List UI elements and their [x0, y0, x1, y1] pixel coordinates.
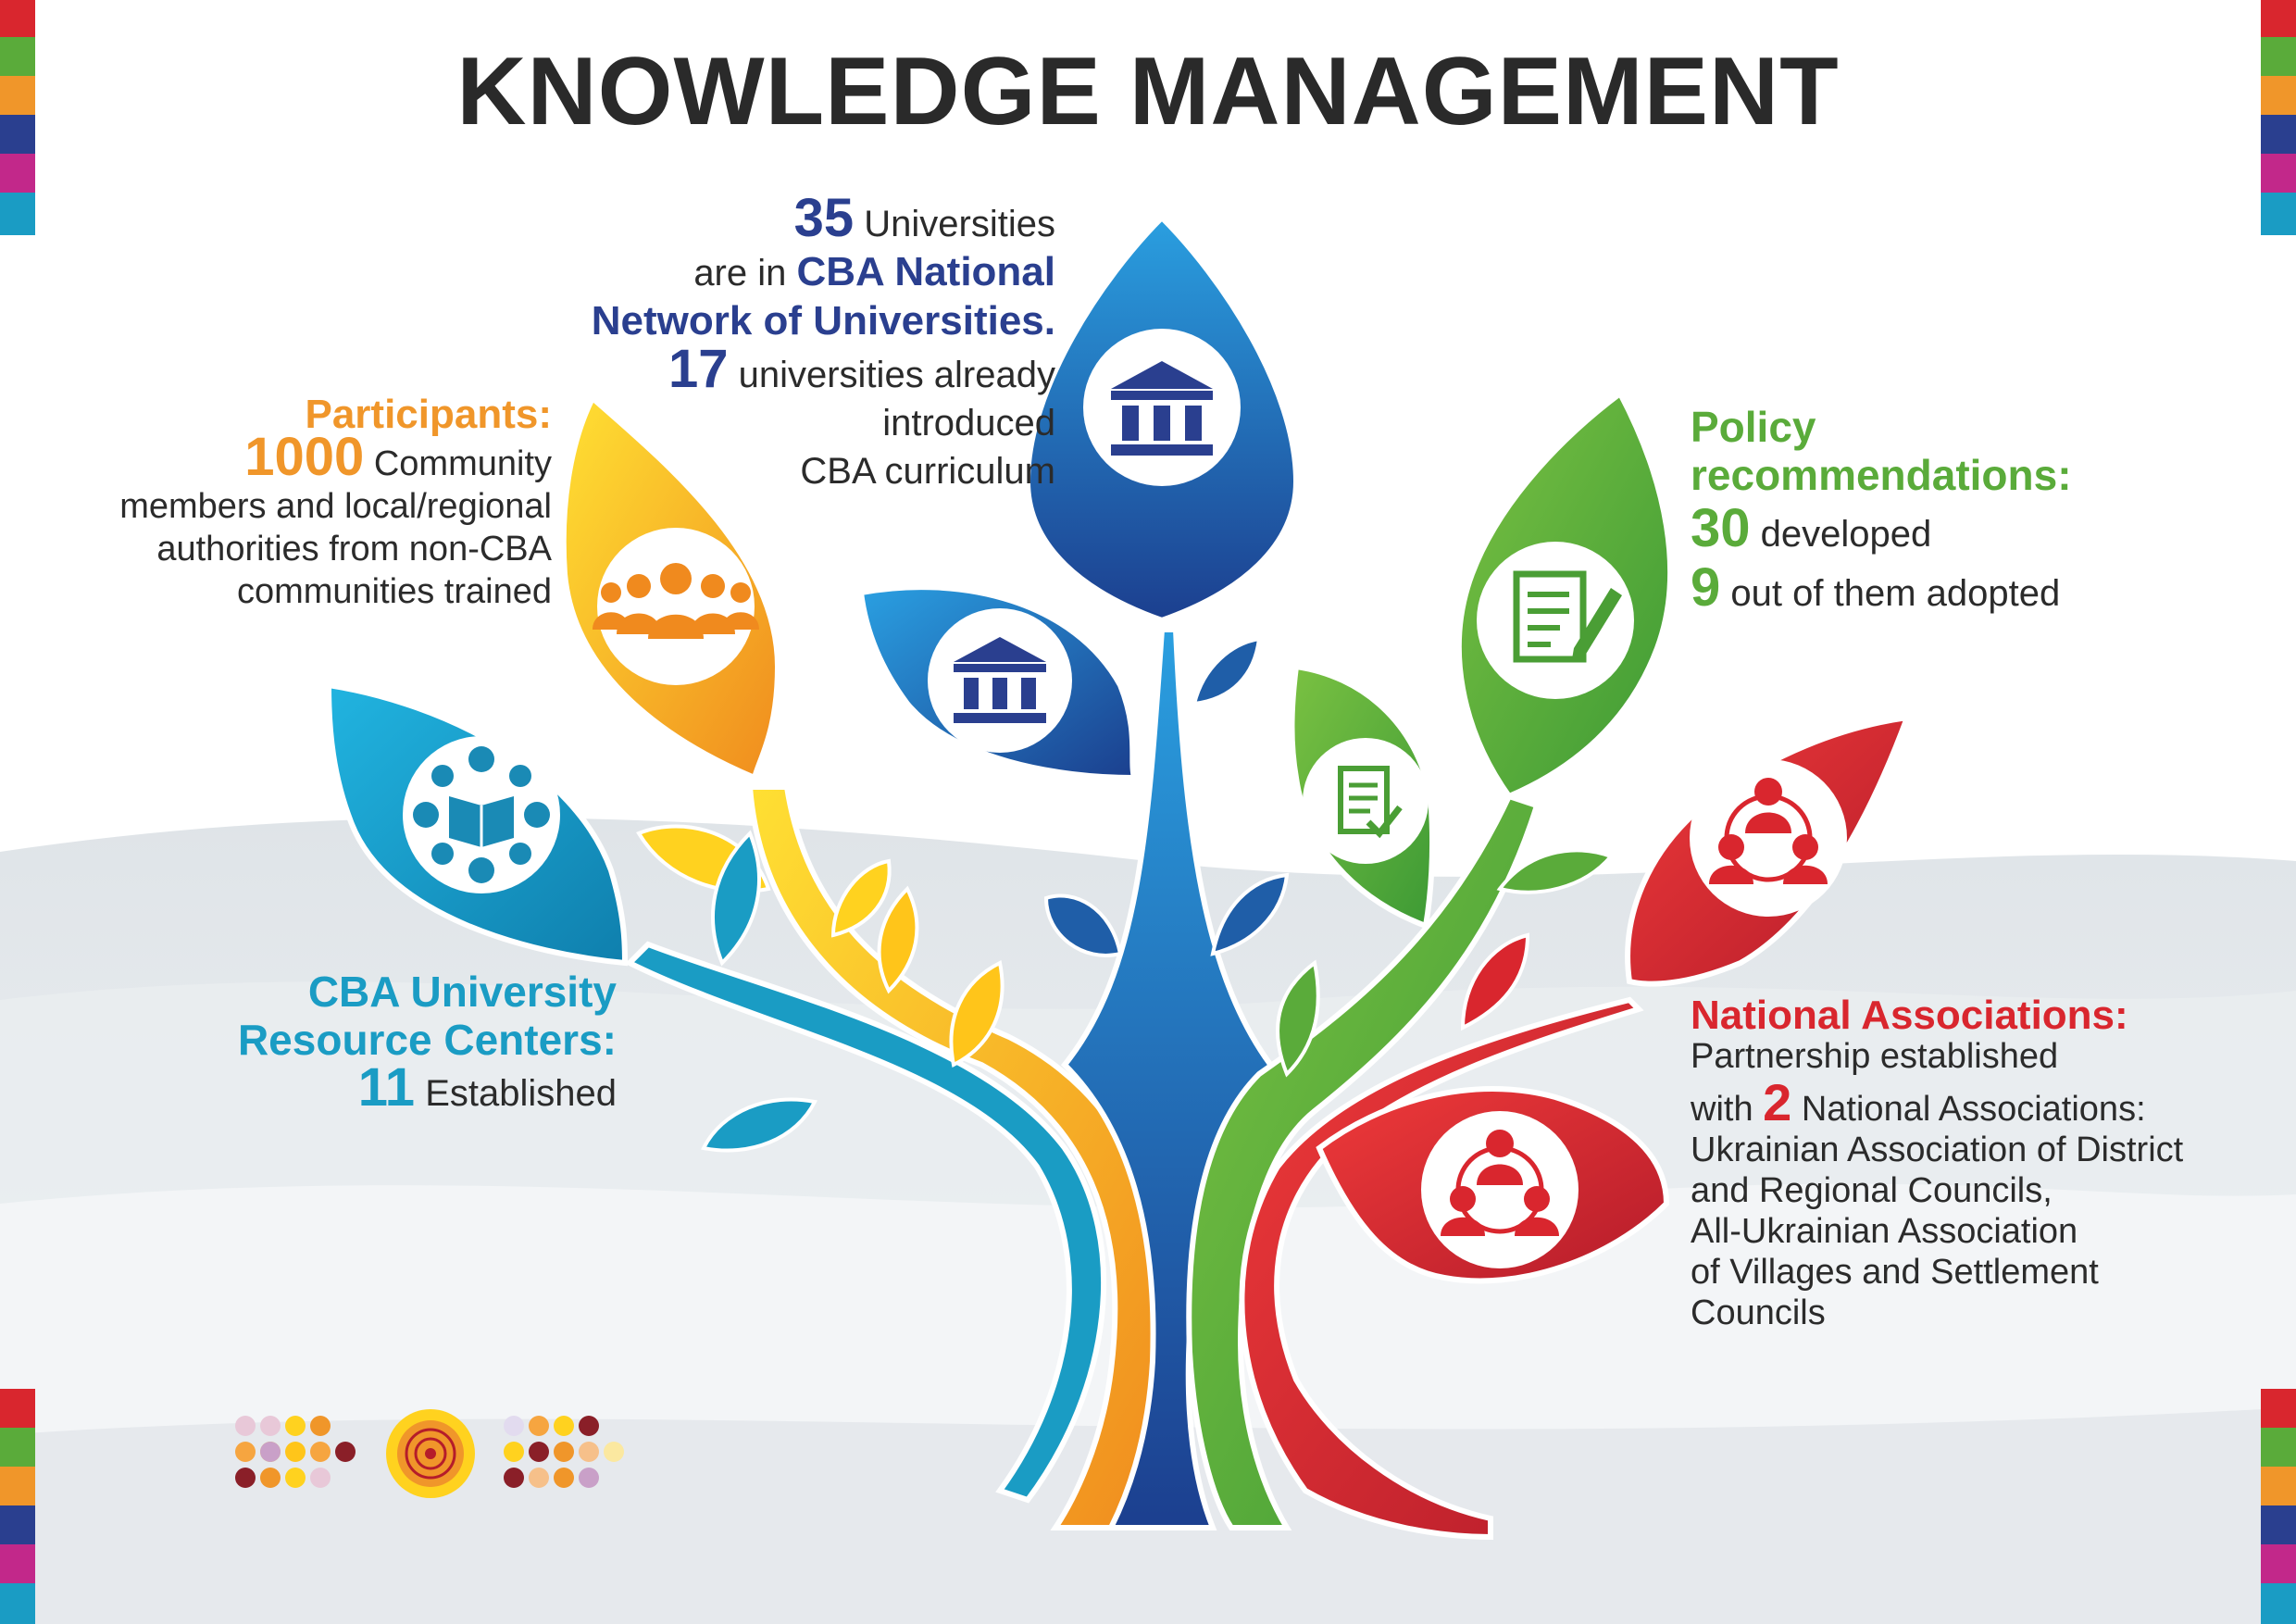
universities-line3: Network of Universities.: [591, 298, 1055, 344]
resource-center-icon: [413, 746, 550, 883]
universities-line1: Universities: [864, 204, 1055, 244]
small-leaves: [636, 636, 1615, 1153]
associations-block: National Associations: Partnership estab…: [1691, 995, 2265, 1333]
associations-line6: of Villages and Settlement: [1691, 1253, 2099, 1292]
associations-line3: Ukrainian Association of District: [1691, 1131, 2184, 1169]
associations-line2-post: National Associations:: [1801, 1090, 2146, 1129]
checklist-icon: [1338, 766, 1403, 839]
associations-line1: Partnership established: [1691, 1037, 2059, 1076]
universities-line4: universities already: [738, 355, 1055, 395]
resource-centers-count: 11: [357, 1057, 416, 1118]
policy-count2: 9: [1691, 557, 1721, 618]
policy-block: Policy recommendations: 30 developed 9 o…: [1691, 403, 2153, 618]
participants-line2: members and local/regional: [119, 487, 552, 526]
associations-line4: and Regional Councils,: [1691, 1171, 2053, 1210]
associations-count: 2: [1763, 1073, 1792, 1131]
association-network-icon: [1441, 1130, 1559, 1236]
universities-line5: introduced: [882, 403, 1055, 443]
resource-centers-heading2: Resource Centers:: [237, 1016, 617, 1064]
universities-line6: CBA curriculum: [800, 451, 1055, 492]
association-network-icon: [1709, 778, 1828, 884]
associations-line5: All-Ukrainian Association: [1691, 1212, 2078, 1251]
policy-count1: 30: [1691, 498, 1751, 558]
resource-centers-heading1: CBA University: [307, 968, 617, 1016]
associations-heading: National Associations:: [1691, 993, 2128, 1038]
university-icon: [1111, 361, 1213, 456]
participants-line3: authorities from non-CBA: [156, 530, 552, 568]
participants-heading: Participants:: [305, 392, 552, 437]
policy-text2: out of them adopted: [1730, 573, 2061, 614]
universities-count: 35: [793, 188, 855, 248]
policy-document-icon: [1513, 570, 1622, 663]
universities-line2-pre: are in: [693, 253, 787, 294]
page-title: KNOWLEDGE MANAGEMENT: [456, 38, 1840, 145]
policy-text1: developed: [1760, 514, 1932, 555]
participants-line1: Community: [373, 444, 552, 483]
logo-sunflower: [235, 1409, 624, 1498]
university-icon: [954, 637, 1046, 723]
universities-block: 35 Universities are in CBA National Netw…: [518, 192, 1056, 495]
universities-count2: 17: [668, 339, 729, 399]
policy-heading1: Policy: [1691, 403, 1816, 451]
participants-block: Participants: 1000 Community members and…: [37, 394, 552, 613]
associations-line7: Councils: [1691, 1293, 1826, 1332]
universities-line2-hl: CBA National: [796, 249, 1056, 294]
resource-centers-block: CBA University Resource Centers: 11 Esta…: [148, 968, 617, 1118]
policy-heading2: recommendations:: [1691, 451, 2072, 499]
participants-count: 1000: [244, 427, 365, 487]
associations-line2-pre: with: [1691, 1090, 1753, 1129]
participants-icon: [593, 563, 759, 639]
resource-centers-text: Established: [425, 1073, 617, 1114]
participants-line4: communities trained: [236, 572, 552, 611]
